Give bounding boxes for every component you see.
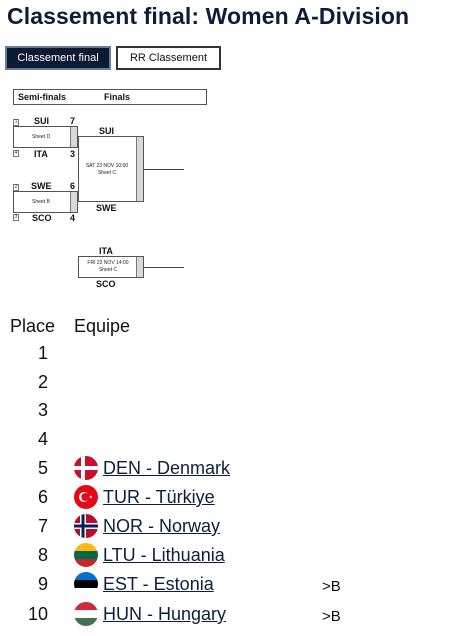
team-link[interactable]: TUR - Türkiye (103, 487, 215, 507)
place-number: 5 (37, 458, 48, 478)
turkiye-flag-icon (74, 485, 98, 509)
tab-rr-classement[interactable]: RR Classement (116, 46, 221, 70)
match-datetime: SAT 23 NOV 10:00 (85, 163, 129, 169)
team-link[interactable]: LTU - Lithuania (103, 545, 225, 565)
sheet-label: Sheet C (98, 267, 118, 273)
seed-badge: 3 (13, 214, 19, 221)
team-code[interactable]: ITA (34, 149, 48, 159)
standing-row: 8 LTU - Lithuania (0, 543, 468, 575)
lithuania-flag-icon (74, 543, 98, 567)
match-box[interactable]: FRI 22 NOV 14:00 Sheet C (78, 256, 144, 278)
standing-row: 6 TUR - Türkiye (0, 485, 468, 517)
norway-flag-icon (74, 514, 98, 538)
hungary-flag-icon (74, 602, 98, 626)
place-number: 8 (37, 545, 48, 565)
winner-line (144, 267, 184, 268)
team-score: 4 (70, 213, 76, 223)
team-code[interactable]: SUI (34, 116, 50, 126)
promotion-note: >B (322, 608, 341, 625)
place-number: 6 (37, 487, 48, 507)
team-score: 7 (70, 116, 76, 126)
sheet-label: Sheet C (97, 170, 117, 176)
seed-badge: 4 (13, 150, 19, 157)
estonia-flag-icon (74, 572, 98, 596)
match-box[interactable]: Sheet B (13, 191, 78, 213)
semifinals-label: Semi-finals (18, 92, 67, 102)
standing-row: 4 (0, 429, 468, 459)
team-code[interactable]: ITA (99, 246, 113, 256)
standing-row: 3 (0, 400, 468, 430)
standing-row: 7 NOR - Norway (0, 514, 468, 546)
match-datetime: FRI 22 NOV 14:00 (87, 260, 129, 266)
tab-classement-final[interactable]: Classement final (5, 46, 111, 70)
team-link[interactable]: NOR - Norway (103, 516, 221, 536)
sheet-label: Sheet B (32, 199, 50, 205)
place-header: Place (10, 316, 56, 336)
team-link[interactable]: HUN - Hungary (103, 604, 227, 624)
team-link[interactable]: EST - Estonia (103, 574, 214, 594)
team-code[interactable]: SUI (99, 126, 115, 136)
place-number: 10 (27, 604, 48, 624)
team-header: Equipe (74, 316, 131, 336)
standing-row: 2 (0, 372, 468, 402)
standing-row: 1 (0, 343, 468, 373)
standing-row: 9 EST - Estonia >B (0, 572, 468, 604)
team-score: 6 (70, 181, 76, 191)
standing-row: 10 HUN - Hungary >B (0, 602, 468, 634)
team-link[interactable]: DEN - Denmark (103, 458, 231, 478)
team-score: 3 (70, 149, 76, 159)
place-number: 4 (37, 429, 48, 449)
seed-badge: 2 (13, 184, 19, 191)
page-title: Classement final: Women A-Division (7, 3, 410, 29)
promotion-note: >B (322, 578, 341, 595)
place-number: 9 (37, 574, 48, 594)
place-number: 3 (37, 400, 48, 420)
winner-line (144, 169, 184, 170)
team-code[interactable]: SCO (32, 213, 52, 223)
place-number: 2 (37, 372, 48, 392)
seed-badge: 1 (13, 119, 19, 126)
sheet-label: Sheet D (32, 134, 51, 140)
team-code[interactable]: SWE (31, 181, 52, 191)
standing-row: 5 DEN - Denmark (0, 456, 468, 488)
place-number: 7 (37, 516, 48, 536)
bracket-header: Semi-finals Finals (13, 89, 207, 105)
place-number: 1 (37, 343, 48, 363)
team-code[interactable]: SCO (96, 279, 116, 289)
match-box[interactable]: Sheet D (13, 126, 78, 148)
finals-label: Finals (104, 92, 131, 102)
match-box[interactable]: SAT 23 NOV 10:00 Sheet C (78, 136, 144, 202)
denmark-flag-icon (74, 456, 98, 480)
team-code[interactable]: SWE (96, 203, 117, 213)
